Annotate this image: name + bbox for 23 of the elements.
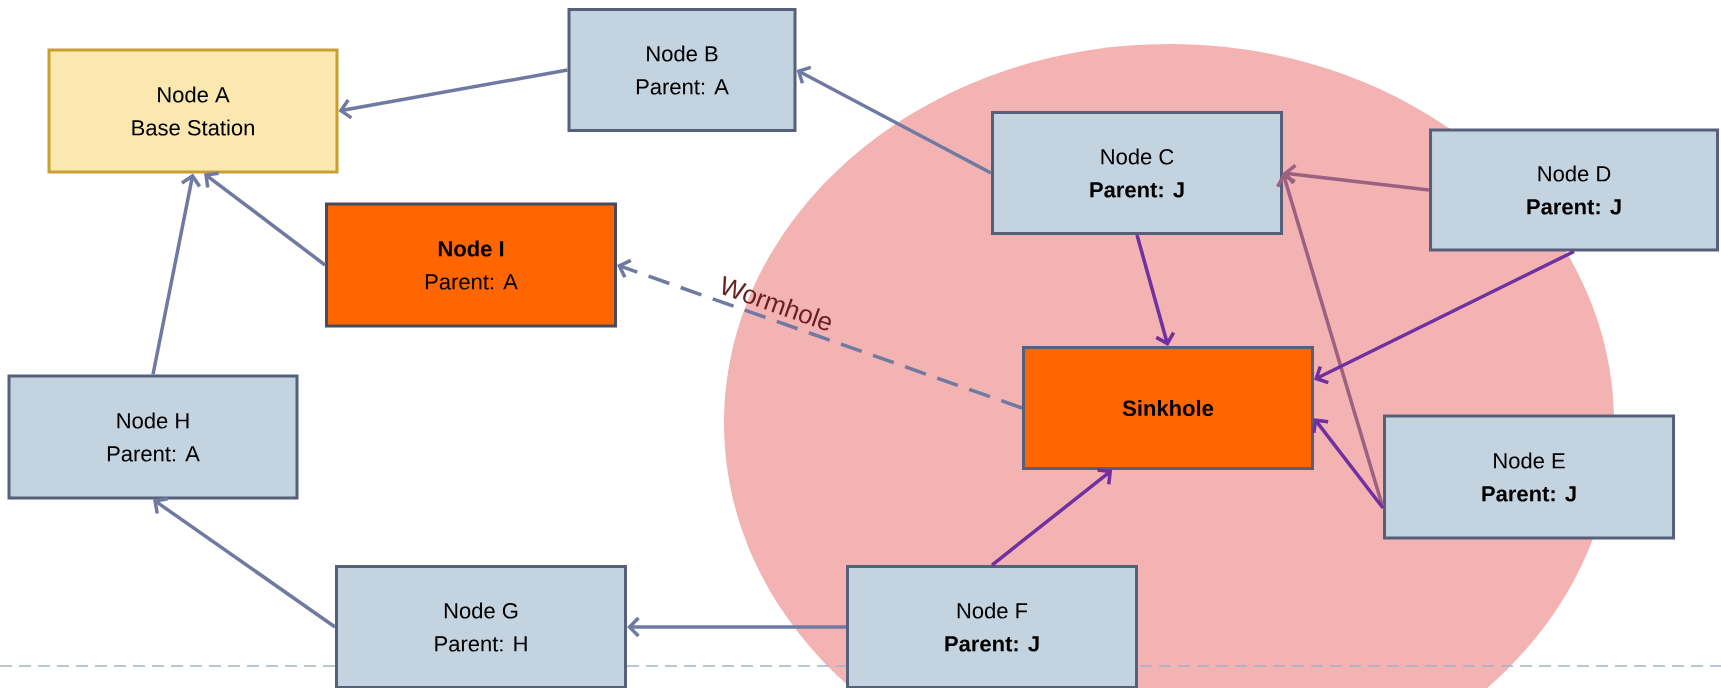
arrow [1276, 173, 1385, 509]
node-box: Node G Parent: H [335, 565, 627, 688]
arrow [151, 173, 202, 375]
arrow [627, 616, 846, 638]
node-box: Sinkhole [1022, 346, 1314, 470]
arrow [1312, 418, 1385, 510]
arrow [796, 65, 992, 175]
node-box: Node H Parent: A [7, 374, 299, 500]
node-box: Node C Parent: J [991, 111, 1283, 235]
arrow [204, 171, 327, 267]
arrow [1314, 249, 1575, 385]
arrow [617, 258, 1023, 410]
node-box: Node D Parent: J [1429, 128, 1719, 252]
arrow [153, 497, 336, 629]
node-box: Node B Parent: A [567, 8, 797, 132]
node-box: Node A Base Station [47, 48, 339, 174]
node-box: Node F Parent: J [846, 565, 1138, 688]
arrow [990, 468, 1113, 567]
arrow [1135, 234, 1176, 346]
arrow [338, 68, 568, 120]
arrow [1283, 164, 1430, 192]
node-box: Node I Parent: A [325, 202, 617, 328]
node-box: Node E Parent: J [1383, 414, 1675, 540]
